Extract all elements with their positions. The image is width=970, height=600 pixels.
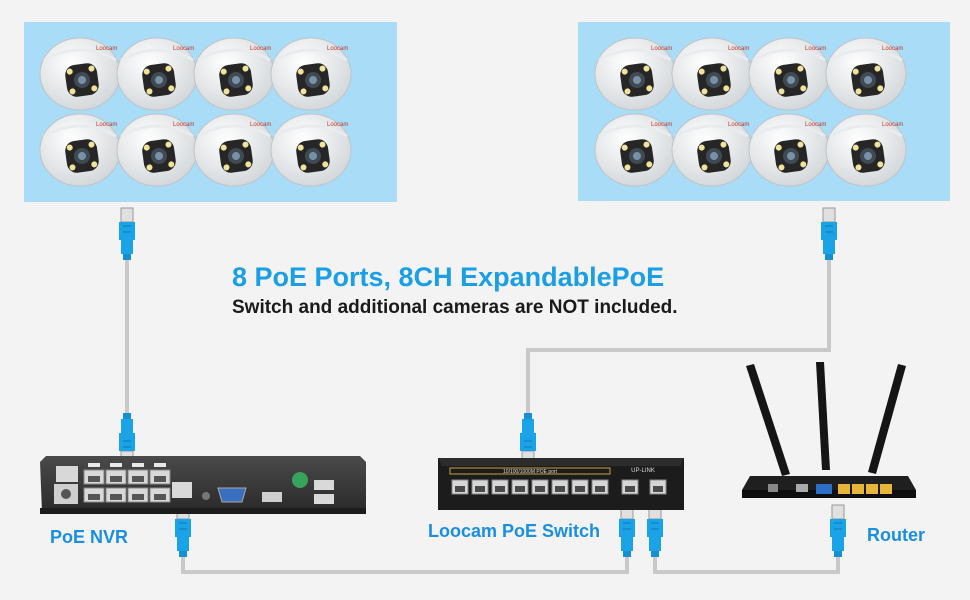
dome-camera: Loocam [747,106,831,190]
svg-text:Loocam: Loocam [327,122,348,128]
nvr-label: PoE NVR [50,527,128,548]
dome-camera: Loocam [593,30,677,114]
svg-text:Loocam: Loocam [882,46,903,52]
dome-camera: Loocam [670,30,754,114]
rj45-connector-icon [619,505,635,557]
dome-camera: Loocam [670,106,754,190]
dome-camera: Loocam [192,106,276,190]
switch-uplink-caption: UP-LINK [631,468,655,474]
switch-port-caption: 10/100/1000M POE port [503,469,558,475]
router-label: Router [867,525,925,546]
rj45-connector-icon [830,505,846,557]
poe-nvr-device [38,452,368,518]
cable-switch-to-router [655,538,838,572]
dome-camera: Loocam [115,106,199,190]
svg-text:Loocam: Loocam [882,122,903,128]
rj45-connector-icon [119,208,135,260]
svg-text:Loocam: Loocam [327,46,348,52]
dome-camera: Loocam [824,106,908,190]
dome-camera: Loocam [115,30,199,114]
subline: Switch and additional cameras are NOT in… [232,297,678,319]
dome-camera: Loocam [824,30,908,114]
dome-camera: Loocam [192,30,276,114]
dome-camera: Loocam [38,106,122,190]
dome-camera: Loocam [593,106,677,190]
rj45-connector-icon [821,208,837,260]
switch-label: Loocam PoE Switch [428,521,600,542]
headline: 8 PoE Ports, 8CH ExpandablePoE [232,262,664,293]
dome-camera: Loocam [269,106,353,190]
router-device [738,358,922,508]
dome-camera: Loocam [747,30,831,114]
dome-camera: Loocam [38,30,122,114]
poe-switch-device: 10/100/1000M POE port UP-LINK [438,456,684,512]
rj45-connector-icon [647,505,663,557]
dome-camera: Loocam [269,30,353,114]
